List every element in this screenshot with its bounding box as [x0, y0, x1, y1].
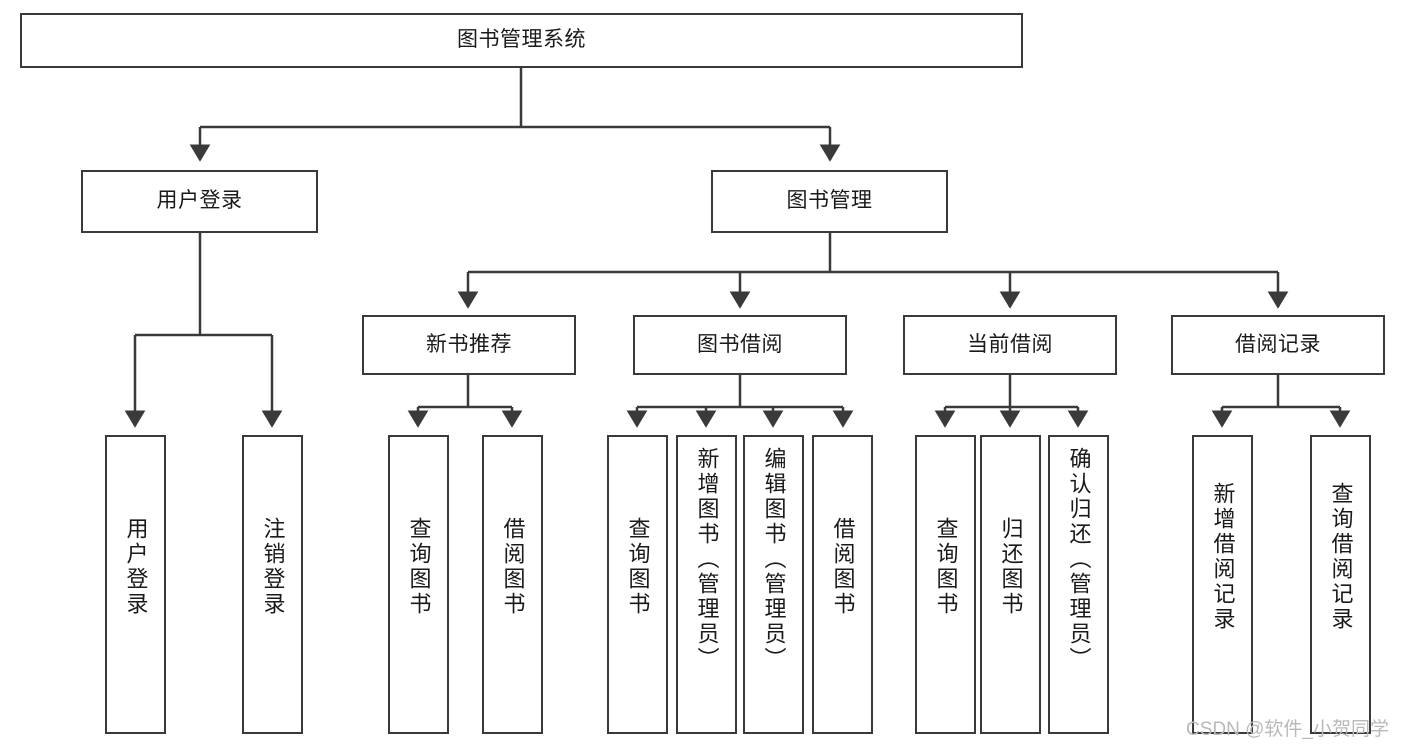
- node-leaf-borrow-book-2-label: 借阅图书: [830, 517, 856, 617]
- node-leaf-add-record-label: 新增借阅记录: [1210, 482, 1236, 632]
- node-new-book-recommend-label: 新书推荐: [426, 332, 512, 356]
- node-leaf-borrow-book-2[interactable]: 借阅图书: [812, 435, 873, 734]
- node-borrow-record-label: 借阅记录: [1235, 332, 1321, 356]
- node-leaf-query-book-3[interactable]: 查询图书: [915, 435, 976, 734]
- node-leaf-user-login[interactable]: 用户登录: [105, 435, 166, 734]
- node-leaf-query-record-label: 查询借阅记录: [1328, 482, 1354, 632]
- node-user-login-label: 用户登录: [156, 189, 243, 213]
- node-leaf-return-book-label: 归还图书: [998, 517, 1024, 617]
- node-root-label: 图书管理系统: [457, 28, 586, 52]
- node-leaf-query-book-3-label: 查询图书: [933, 517, 959, 617]
- node-leaf-query-record[interactable]: 查询借阅记录: [1310, 435, 1371, 734]
- node-borrow-record[interactable]: 借阅记录: [1171, 315, 1385, 375]
- node-leaf-return-book[interactable]: 归还图书: [980, 435, 1041, 734]
- node-new-book-recommend[interactable]: 新书推荐: [362, 315, 576, 375]
- node-leaf-borrow-book-1-label: 借阅图书: [500, 517, 526, 617]
- node-leaf-edit-book-label: 编辑图书（管理员）: [761, 447, 787, 672]
- node-leaf-query-book-1-label: 查询图书: [406, 517, 432, 617]
- node-leaf-logout-login[interactable]: 注销登录: [242, 435, 303, 734]
- node-leaf-add-book-label: 新增图书（管理员）: [694, 447, 720, 672]
- node-current-borrow[interactable]: 当前借阅: [903, 315, 1117, 375]
- node-leaf-add-book[interactable]: 新增图书（管理员）: [676, 435, 737, 734]
- node-leaf-logout-login-label: 注销登录: [260, 517, 286, 617]
- node-leaf-confirm-return-label: 确认归还（管理员）: [1066, 447, 1092, 672]
- csdn-watermark: CSDN @软件_小贺同学: [1186, 719, 1389, 740]
- node-leaf-edit-book[interactable]: 编辑图书（管理员）: [743, 435, 804, 734]
- node-book-borrow-label: 图书借阅: [697, 332, 783, 356]
- node-leaf-confirm-return[interactable]: 确认归还（管理员）: [1048, 435, 1109, 734]
- node-current-borrow-label: 当前借阅: [967, 332, 1053, 356]
- node-root[interactable]: 图书管理系统: [20, 13, 1023, 68]
- node-book-manage-label: 图书管理: [786, 189, 873, 213]
- node-book-manage[interactable]: 图书管理: [711, 170, 948, 233]
- node-book-borrow[interactable]: 图书借阅: [633, 315, 847, 375]
- node-leaf-query-book-1[interactable]: 查询图书: [388, 435, 449, 734]
- node-user-login[interactable]: 用户登录: [81, 170, 318, 233]
- node-leaf-query-book-2[interactable]: 查询图书: [607, 435, 668, 734]
- node-leaf-add-record[interactable]: 新增借阅记录: [1192, 435, 1253, 734]
- node-leaf-borrow-book-1[interactable]: 借阅图书: [482, 435, 543, 734]
- node-leaf-user-login-label: 用户登录: [123, 517, 149, 617]
- node-leaf-query-book-2-label: 查询图书: [625, 517, 651, 617]
